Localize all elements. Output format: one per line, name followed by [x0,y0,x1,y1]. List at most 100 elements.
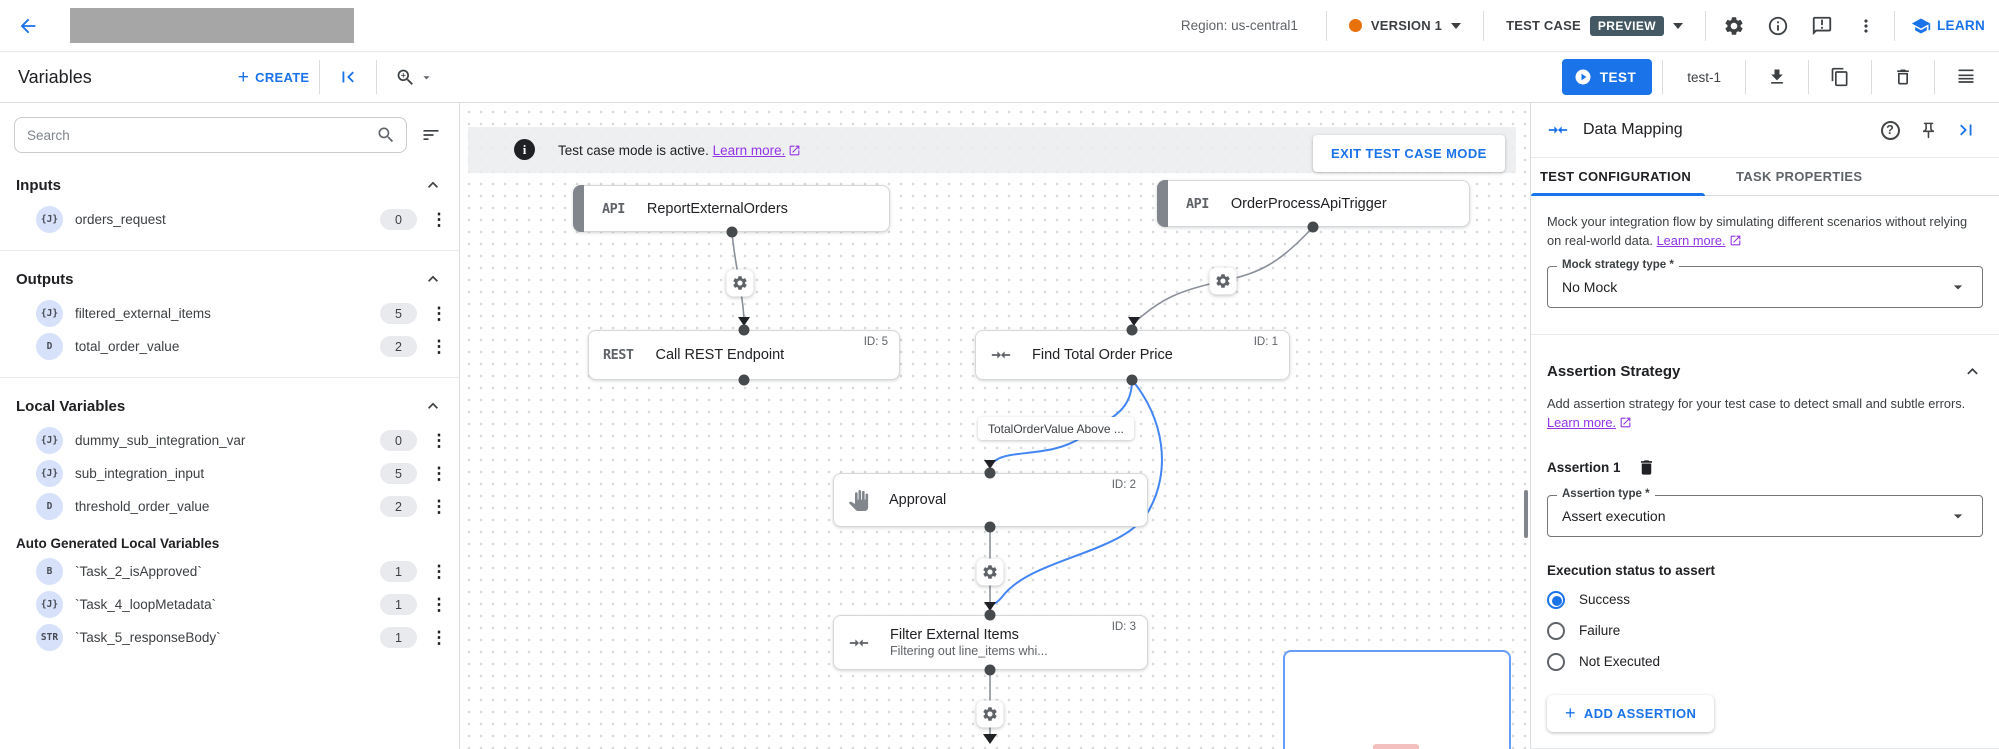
variable-count-badge: 1 [380,627,417,648]
radio-success[interactable]: Success [1547,590,1983,609]
tab-task-properties[interactable]: TASK PROPERTIES [1736,169,1863,185]
list-item[interactable]: {J} sub_integration_input 5 ⋮ [0,457,459,490]
radio-label: Not Executed [1579,654,1661,670]
tab-test-configuration[interactable]: TEST CONFIGURATION [1531,158,1706,197]
info-button[interactable] [1756,6,1800,46]
node-approval[interactable]: Approval ID: 2 [833,473,1148,527]
divider [1934,60,1935,94]
edge-gear-icon[interactable] [726,269,754,297]
node-title: Filter External Items [890,627,1019,643]
list-item[interactable]: {J} `Task_4_loopMetadata` 1 ⋮ [0,588,459,621]
kebab-menu-icon[interactable]: ⋮ [430,562,448,581]
list-item[interactable]: D threshold_order_value 2 ⋮ [0,490,459,523]
settings-button[interactable] [1712,6,1756,46]
log-list-button[interactable] [1945,58,1987,96]
node-filter-external-items[interactable]: Filter External Items Filtering out line… [833,615,1148,670]
section-header-local-variables[interactable]: Local Variables [0,388,459,424]
back-button[interactable] [8,6,48,46]
edge-gear-icon[interactable] [1209,267,1237,295]
edge-gear-icon[interactable] [976,558,1004,586]
test-case-selector[interactable]: TEST CASE PREVIEW [1490,15,1699,36]
external-link-icon [790,145,800,155]
edge-condition-label[interactable]: TotalOrderValue Above ... [978,417,1134,440]
assertion-type-select[interactable]: Assertion type * Assert execution [1547,487,1983,537]
sub-integration-frame[interactable] [1283,650,1511,749]
learn-more-link[interactable]: Learn more. [1547,414,1616,430]
panel-scrollbar[interactable] [1524,490,1528,538]
kebab-menu-icon[interactable]: ⋮ [430,304,448,323]
help-button[interactable]: ? [1871,112,1909,148]
search-box [14,117,407,153]
connector-dot[interactable] [984,664,996,676]
connector-dot[interactable] [984,521,996,533]
connector-dot[interactable] [984,467,996,479]
list-item[interactable]: B `Task_2_isApproved` 1 ⋮ [0,555,459,588]
list-item[interactable]: {J} filtered_external_items 5 ⋮ [0,297,459,330]
rest-task-icon: REST [603,347,634,363]
section-header-inputs[interactable]: Inputs [0,167,459,203]
data-mapping-icon [848,632,870,654]
connector-dot[interactable] [726,226,738,238]
chevron-up-icon [1967,367,1978,375]
node-find-total-order-price[interactable]: Find Total Order Price ID: 1 [975,330,1290,380]
kebab-menu-icon[interactable]: ⋮ [430,337,448,356]
delete-button[interactable] [1882,58,1924,96]
flow-canvas[interactable]: i Test case mode is active. Learn more. … [460,103,1530,749]
data-mapping-icon [990,344,1012,366]
radio-failure[interactable]: Failure [1547,621,1983,640]
radio-button[interactable] [1547,652,1565,671]
canvas-zoom-control[interactable] [395,67,434,88]
kebab-menu-icon[interactable]: ⋮ [430,497,448,516]
add-assertion-button[interactable]: + ADD ASSERTION [1547,694,1715,732]
node-report-external-orders[interactable]: API ReportExternalOrders [573,185,890,232]
version-selector[interactable]: VERSION 1 [1333,18,1477,33]
list-item[interactable]: {J} dummy_sub_integration_var 0 ⋮ [0,424,459,457]
connector-dot[interactable] [1307,221,1319,233]
learn-more-link[interactable]: Learn more. [1656,233,1726,249]
feedback-button[interactable] [1800,6,1844,46]
variable-type-badge: STR [36,624,63,651]
exit-test-case-mode-button[interactable]: EXIT TEST CASE MODE [1313,135,1505,172]
kebab-menu-icon[interactable]: ⋮ [430,464,448,483]
node-order-process-api-trigger[interactable]: API OrderProcessApiTrigger [1157,180,1470,227]
radio-button[interactable] [1547,590,1565,609]
test-case-name[interactable]: test-1 [1687,69,1721,85]
plus-icon: + [237,66,250,88]
kebab-menu-icon[interactable]: ⋮ [430,595,448,614]
radio-not-executed[interactable]: Not Executed [1547,652,1983,671]
divider [1705,10,1706,41]
list-item[interactable]: {J} orders_request 0 ⋮ [0,203,459,236]
radio-button[interactable] [1547,621,1565,640]
field-label: Mock strategy type * [1557,258,1679,271]
test-case-label: TEST CASE [1506,18,1581,33]
list-item[interactable]: STR `Task_5_responseBody` 1 ⋮ [0,621,459,654]
learn-button[interactable]: LEARN [1911,16,1985,36]
create-variable-button[interactable]: + CREATE [238,68,310,87]
collapse-panel-button[interactable] [330,59,366,95]
kebab-menu-icon[interactable]: ⋮ [430,431,448,450]
copy-button[interactable] [1819,58,1861,96]
more-options-button[interactable] [1844,6,1888,46]
connector-dot[interactable] [1126,324,1138,336]
connector-dot[interactable] [1126,374,1138,386]
radio-label: Failure [1579,623,1621,639]
sort-button[interactable] [417,121,445,149]
connector-dot[interactable] [738,324,750,336]
download-button[interactable] [1756,58,1798,96]
connector-dot[interactable] [738,374,750,386]
assertion-strategy-header[interactable]: Assertion Strategy [1547,361,1983,382]
test-button[interactable]: TEST [1561,59,1653,95]
connector-dot[interactable] [984,609,996,621]
list-item[interactable]: D total_order_value 2 ⋮ [0,330,459,363]
collapse-right-button[interactable] [1947,112,1985,148]
pin-button[interactable] [1909,112,1947,148]
mock-strategy-select[interactable]: Mock strategy type * No Mock [1547,258,1983,308]
node-call-rest-endpoint[interactable]: REST Call REST Endpoint ID: 5 [588,330,900,380]
edge-gear-icon[interactable] [976,700,1004,728]
learn-more-link[interactable]: Learn more. [712,142,786,158]
kebab-menu-icon[interactable]: ⋮ [430,628,448,647]
search-input[interactable] [27,127,376,143]
kebab-menu-icon[interactable]: ⋮ [430,210,448,229]
section-header-outputs[interactable]: Outputs [0,261,459,297]
delete-assertion-button[interactable] [1637,458,1656,477]
